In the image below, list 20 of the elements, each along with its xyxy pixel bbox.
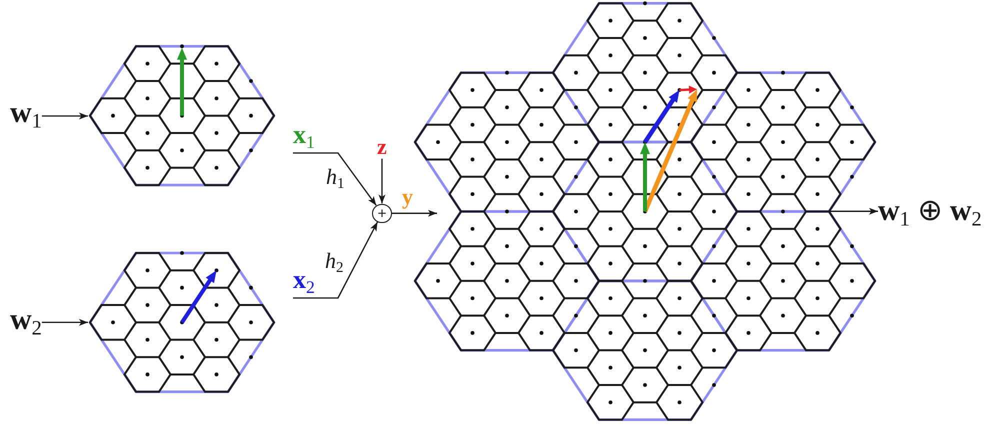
hex-lattice-drawing: [413, 0, 877, 422]
variable-label: z: [377, 134, 387, 159]
arrow: [42, 112, 88, 120]
arrow: [392, 210, 437, 217]
variable-label: w$_{1}$: [10, 96, 42, 130]
edge-label: h$_{1}$: [326, 164, 344, 189]
hex-lattice-drawing: [88, 250, 276, 394]
arrow: [829, 208, 878, 215]
summing-junction: +: [372, 204, 392, 224]
arrow: [293, 152, 377, 206]
variable-label: x$_{1}$: [293, 121, 315, 150]
arrow: [378, 158, 386, 204]
variable-label: w$_{2}$: [10, 303, 42, 336]
edge-label: y: [402, 184, 413, 209]
variable-label: x$_{2}$: [293, 266, 315, 295]
arrow: [293, 222, 378, 299]
hex-lattice-drawing: [88, 44, 276, 188]
variable-label: w$_{1}$ ⊕ w$_{2}$: [878, 194, 982, 227]
edge-label: h$_{2}$: [325, 248, 344, 273]
arrow: [42, 318, 88, 326]
